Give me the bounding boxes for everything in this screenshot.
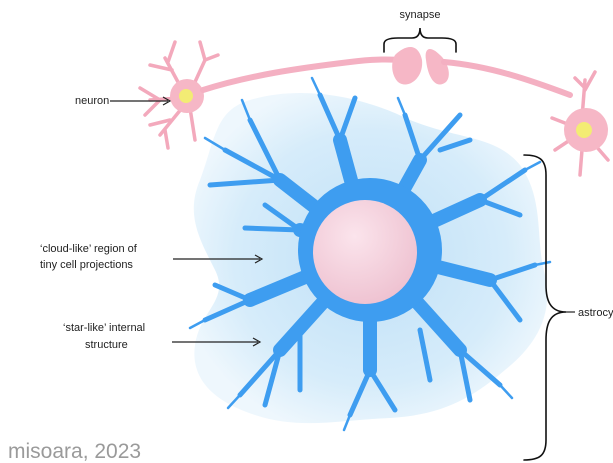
- dendrite-right: [444, 62, 570, 95]
- axon-left: [203, 60, 410, 91]
- cloud-label-line1: ‘cloud-like’ region of: [40, 243, 138, 255]
- astrocyte-nucleus: [313, 200, 417, 304]
- star-label-line2: structure: [85, 339, 128, 351]
- neuron-right: [552, 72, 608, 175]
- neuron-label: neuron: [75, 95, 109, 107]
- cloud-label-line2: tiny cell projections: [40, 259, 133, 271]
- astrocyte-label: astrocyte: [578, 307, 613, 319]
- synapse-brace: [384, 28, 456, 52]
- image-credit: misoara, 2023: [8, 440, 141, 463]
- star-label-line1: ‘star-like’ internal: [63, 322, 145, 334]
- presynaptic-terminal: [392, 47, 422, 85]
- neuron-left-nucleus: [179, 89, 193, 103]
- synapse-label: synapse: [400, 9, 441, 21]
- neuron-left: [140, 42, 218, 148]
- postsynaptic-terminal: [426, 49, 449, 85]
- neuron-right-nucleus: [576, 122, 592, 138]
